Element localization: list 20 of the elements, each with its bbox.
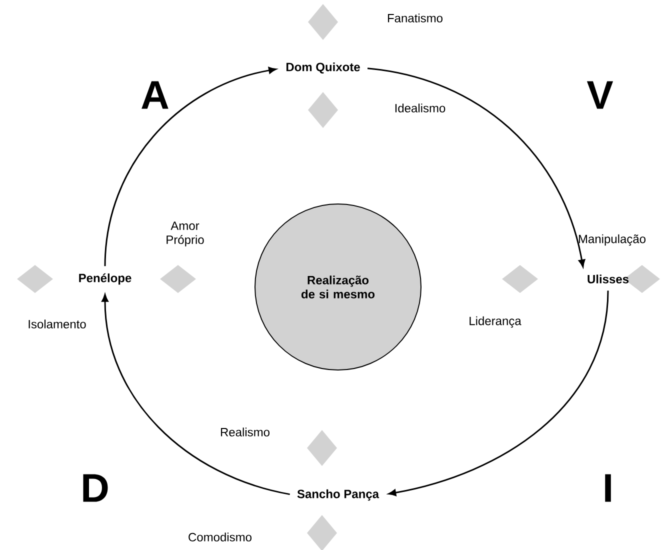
stage-letter: A: [142, 81, 168, 109]
trait-label: Amor Próprio: [166, 222, 204, 246]
stage-letter: D: [83, 474, 108, 502]
trait-label: Idealismo: [395, 104, 446, 112]
stage-letter: I: [605, 474, 611, 502]
trait-label: Isolamento: [28, 320, 86, 328]
arrow: [367, 68, 586, 268]
arrow: [388, 290, 609, 496]
arrow: [102, 294, 290, 496]
arrow: [104, 66, 276, 266]
trait-label: Fanatismo: [388, 14, 442, 22]
character-name: Dom Quixote: [286, 62, 360, 74]
character-name: Ulisses: [588, 274, 629, 284]
trait-label: Comodismo: [188, 532, 252, 542]
trait-label: Realismo: [220, 428, 270, 436]
stage-letter: V: [586, 81, 614, 109]
trait-label: Liderança: [470, 316, 522, 328]
trait-label: Manipulação: [578, 234, 646, 246]
character-name: Penélope: [79, 273, 132, 285]
character-name: Sancho Pança: [297, 489, 380, 501]
